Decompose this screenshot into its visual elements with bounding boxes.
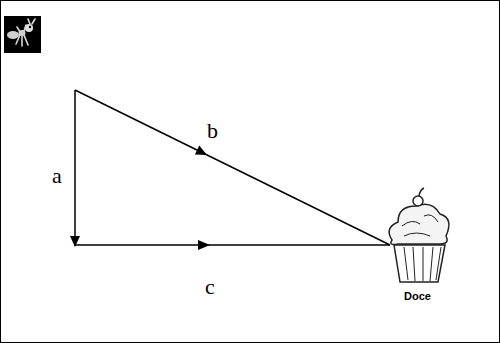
vector-label: b — [207, 120, 218, 142]
ant-icon — [4, 16, 41, 53]
vector-arrows — [70, 90, 390, 250]
vector-label: a — [52, 165, 62, 187]
vector-label: c — [205, 276, 215, 298]
cupcake-picture — [389, 188, 449, 282]
picture-caption: Doce — [404, 291, 431, 302]
